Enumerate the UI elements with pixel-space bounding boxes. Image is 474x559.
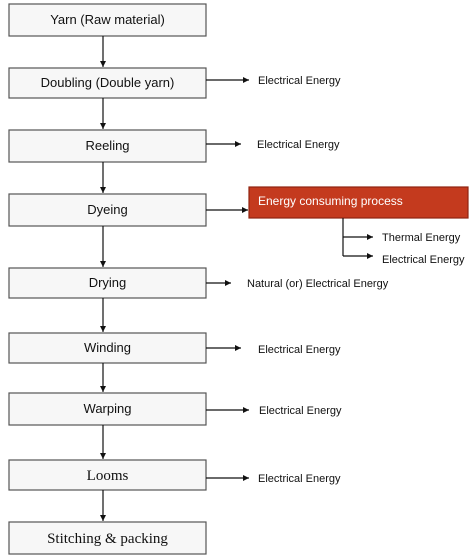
energy-label-drying: Natural (or) Electrical Energy [247,278,389,290]
step-label-warping: Warping [84,401,132,416]
energy-label-warping: Electrical Energy [259,405,342,417]
step-label-reeling: Reeling [85,138,129,153]
step-stitching: Stitching & packing [8,521,207,555]
step-winding: Winding [8,332,207,364]
step-dyeing: Dyeing [8,193,207,227]
step-label-stitching: Stitching & packing [47,531,168,547]
step-doubling: Doubling (Double yarn) [8,67,207,99]
step-looms: Looms [8,459,207,491]
step-label-looms: Looms [87,468,129,484]
step-drying: Drying [8,267,207,299]
step-label-drying: Drying [89,275,127,290]
electrical-energy-dyeing-label: Electrical Energy [382,254,465,266]
step-yarn: Yarn (Raw material) [8,3,207,37]
energy-label-reeling: Electrical Energy [257,139,340,151]
energy-label-looms: Electrical Energy [258,473,341,485]
step-label-yarn: Yarn (Raw material) [50,12,165,27]
step-label-doubling: Doubling (Double yarn) [41,75,175,90]
energy-consuming-process-box: Energy consuming process [248,186,469,219]
energy-label-doubling: Electrical Energy [258,75,341,87]
step-reeling: Reeling [8,129,207,163]
step-label-winding: Winding [84,340,131,355]
energy-consuming-process-label: Energy consuming process [258,194,403,208]
step-warping: Warping [8,392,207,426]
energy-label-winding: Electrical Energy [258,344,341,356]
thermal-energy-label: Thermal Energy [382,232,461,244]
step-label-dyeing: Dyeing [87,202,127,217]
